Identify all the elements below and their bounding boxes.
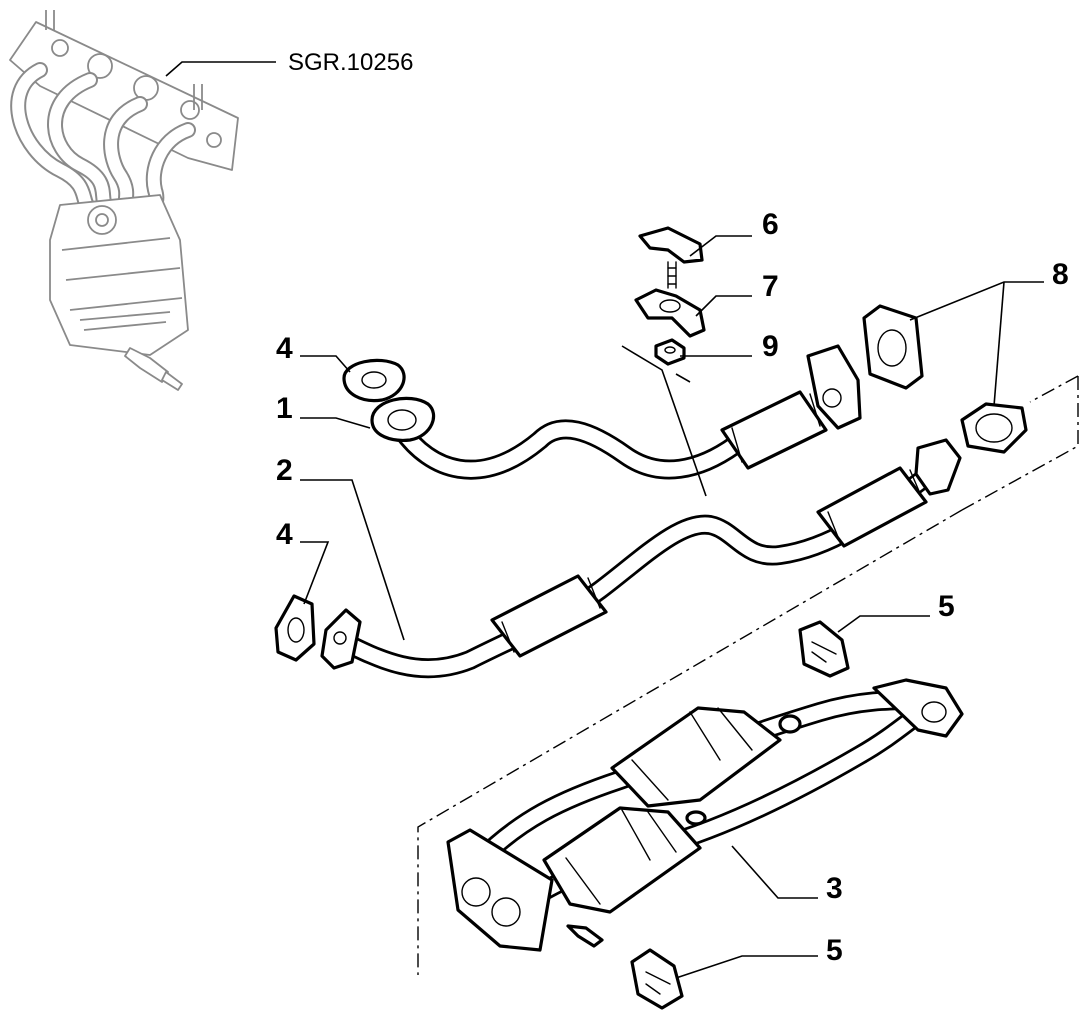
callout-3: 3	[826, 872, 843, 905]
assembly-indication-line	[621, 345, 707, 497]
part-7-clamp	[634, 288, 706, 338]
leader-line-6	[689, 235, 752, 257]
leader-line-7	[695, 295, 752, 317]
leader-line-ref	[165, 61, 276, 77]
leader-line-5a	[837, 615, 930, 633]
leader-line-3	[731, 845, 818, 899]
leader-line-5b	[675, 955, 818, 979]
leader-line-4a	[300, 355, 351, 373]
part-5-rubber-mount-lower	[630, 948, 684, 1010]
callout-5-upper: 5	[938, 590, 955, 623]
exhaust-manifold-reference-drawing	[9, 10, 239, 391]
part-4-gasket-lower	[274, 594, 316, 662]
leader-lines	[165, 61, 1044, 979]
callout-7: 7	[762, 270, 779, 303]
part-9-nut	[654, 338, 686, 366]
part-8-gasket-lower	[960, 402, 1028, 454]
part-4-gasket-upper	[342, 358, 406, 403]
leader-line-8b	[993, 281, 1005, 407]
reference-label: SGR.10256	[288, 49, 413, 76]
assembly-frame	[417, 375, 1079, 975]
callout-2: 2	[276, 454, 293, 487]
callout-9: 9	[762, 330, 779, 363]
callout-4-lower: 4	[276, 518, 293, 551]
part-3-catalytic-converter	[446, 678, 964, 952]
callout-4-upper: 4	[276, 332, 293, 365]
part-6-bracket	[638, 226, 704, 289]
leader-line-1	[300, 417, 371, 429]
callout-6: 6	[762, 208, 779, 241]
part-2-intermediate-pipe	[320, 438, 962, 679]
callout-1: 1	[276, 392, 293, 425]
part-8-gasket-upper	[862, 304, 924, 390]
leader-line-2	[300, 479, 405, 641]
leader-line-8a	[909, 281, 1044, 321]
part-5-rubber-mount-upper	[798, 620, 850, 678]
leader-line-4b	[300, 541, 330, 605]
callout-8: 8	[1052, 258, 1069, 291]
callout-5-lower: 5	[826, 934, 843, 967]
part-1-front-pipe	[370, 344, 862, 480]
